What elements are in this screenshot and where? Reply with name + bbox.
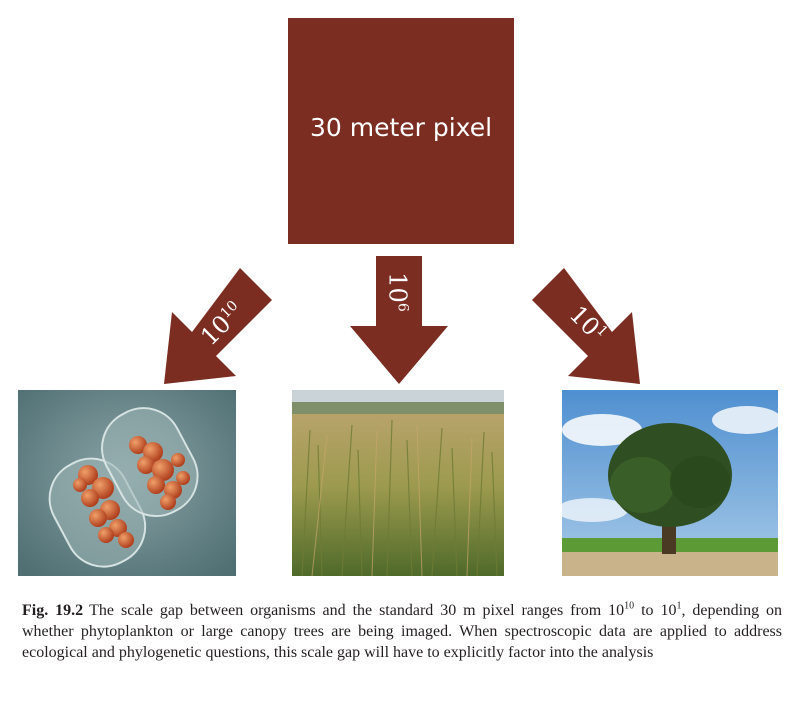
phytoplankton-image (18, 390, 236, 576)
arrow-middle-label: 106 (383, 272, 412, 312)
caption-sup-2: 1 (676, 600, 682, 612)
caption-sup-1: 10 (624, 600, 635, 612)
caption-text-after: , depending on whether phytoplankton or … (22, 602, 782, 661)
pixel-box-label: 30 meter pixel (309, 112, 493, 142)
tree-image (562, 390, 778, 576)
pixel-box: 30 meter pixel (288, 18, 514, 244)
arrow-middle: 106 (348, 256, 448, 384)
caption-label: Fig. 19.2 (22, 602, 84, 619)
caption-text-mid: to 10 (634, 602, 677, 619)
figure: 30 meter pixel 1010 106 101 (18, 18, 778, 576)
figure-caption: Fig. 19.2 The scale gap between organisms… (22, 600, 782, 663)
arrow-left: 1010 (160, 268, 280, 388)
grassland-image (292, 390, 504, 576)
caption-text-before: The scale gap between organisms and the … (89, 602, 625, 619)
arrow-right: 101 (524, 268, 644, 388)
